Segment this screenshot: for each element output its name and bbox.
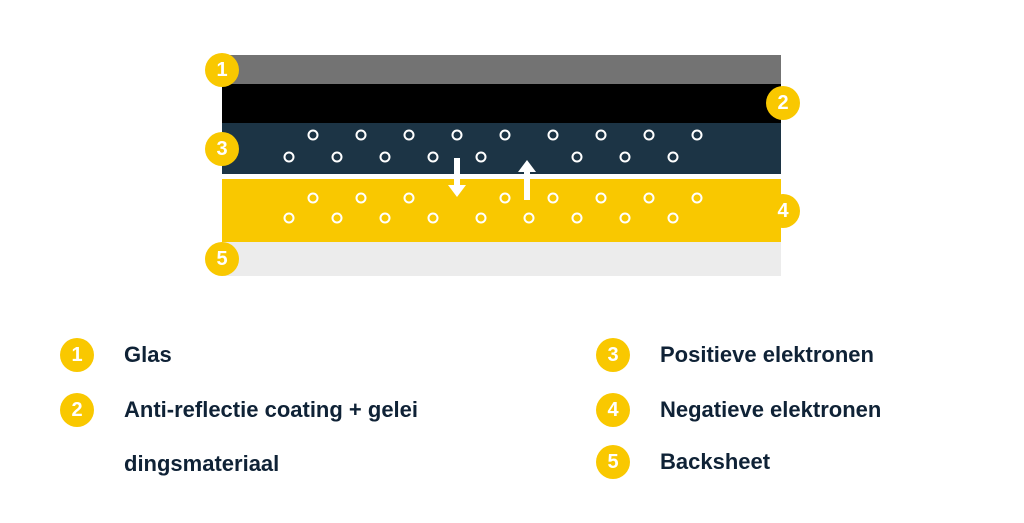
badge-3: 3 (205, 132, 239, 166)
negative-electron (571, 212, 583, 224)
legend-badge: 1 (60, 338, 94, 372)
positive-electron (355, 129, 367, 141)
negative-electron (643, 192, 655, 204)
legend-item-positive: 3 Positieve elektronen (596, 328, 1000, 382)
badge-4: 4 (766, 194, 800, 228)
positive-electron (499, 129, 511, 141)
negative-electron (547, 192, 559, 204)
negative-electron (523, 212, 535, 224)
legend-badge: 3 (596, 338, 630, 372)
negative-electron (691, 192, 703, 204)
legend-badge: 4 (596, 393, 630, 427)
positive-electron (691, 129, 703, 141)
positive-electron (379, 151, 391, 163)
badge-2: 2 (766, 86, 800, 120)
positive-electron (619, 151, 631, 163)
legend-label: Positieve elektronen (660, 342, 874, 367)
negative-electron (403, 192, 415, 204)
badge-1: 1 (205, 53, 239, 87)
negative-electron (499, 192, 511, 204)
glass-layer (222, 55, 781, 84)
negative-electron (667, 212, 679, 224)
electrons-and-arrows (283, 129, 703, 224)
legend-item-glass: 1 Glas (60, 328, 524, 382)
negative-layer (222, 179, 781, 242)
arrow-down-icon (448, 158, 466, 197)
backsheet-layer (222, 242, 781, 276)
coating-layer (222, 84, 781, 123)
negative-electron (427, 212, 439, 224)
legend-label: Anti-reflectie coating + gelei dingsmate… (124, 397, 419, 476)
legend-badge: 5 (596, 445, 630, 479)
legend-label: Glas (124, 342, 172, 367)
positive-electron (283, 151, 295, 163)
badge-5: 5 (205, 242, 239, 276)
positive-electron (451, 129, 463, 141)
positive-electron (643, 129, 655, 141)
negative-electron (283, 212, 295, 224)
positive-electron (571, 151, 583, 163)
positive-electron (427, 151, 439, 163)
positive-electron (307, 129, 319, 141)
positive-electron (595, 129, 607, 141)
legend-item-backsheet: 5 Backsheet (596, 435, 1000, 489)
negative-electron (379, 212, 391, 224)
negative-electron (475, 212, 487, 224)
arrow-up-icon (518, 160, 536, 200)
positive-electron (331, 151, 343, 163)
negative-electron (307, 192, 319, 204)
negative-electron (331, 212, 343, 224)
legend-item-coating: 2 Anti-reflectie coating + gelei dingsma… (60, 383, 514, 491)
positive-electron (475, 151, 487, 163)
legend-label: Backsheet (660, 449, 771, 474)
positive-electron (403, 129, 415, 141)
legend-badge: 2 (60, 393, 94, 427)
negative-electron (355, 192, 367, 204)
positive-electron (547, 129, 559, 141)
legend-item-negative: 4 Negatieve elektronen (596, 383, 1000, 437)
legend-label: Negatieve elektronen (660, 397, 882, 422)
positive-electron (667, 151, 679, 163)
negative-electron (595, 192, 607, 204)
negative-electron (619, 212, 631, 224)
